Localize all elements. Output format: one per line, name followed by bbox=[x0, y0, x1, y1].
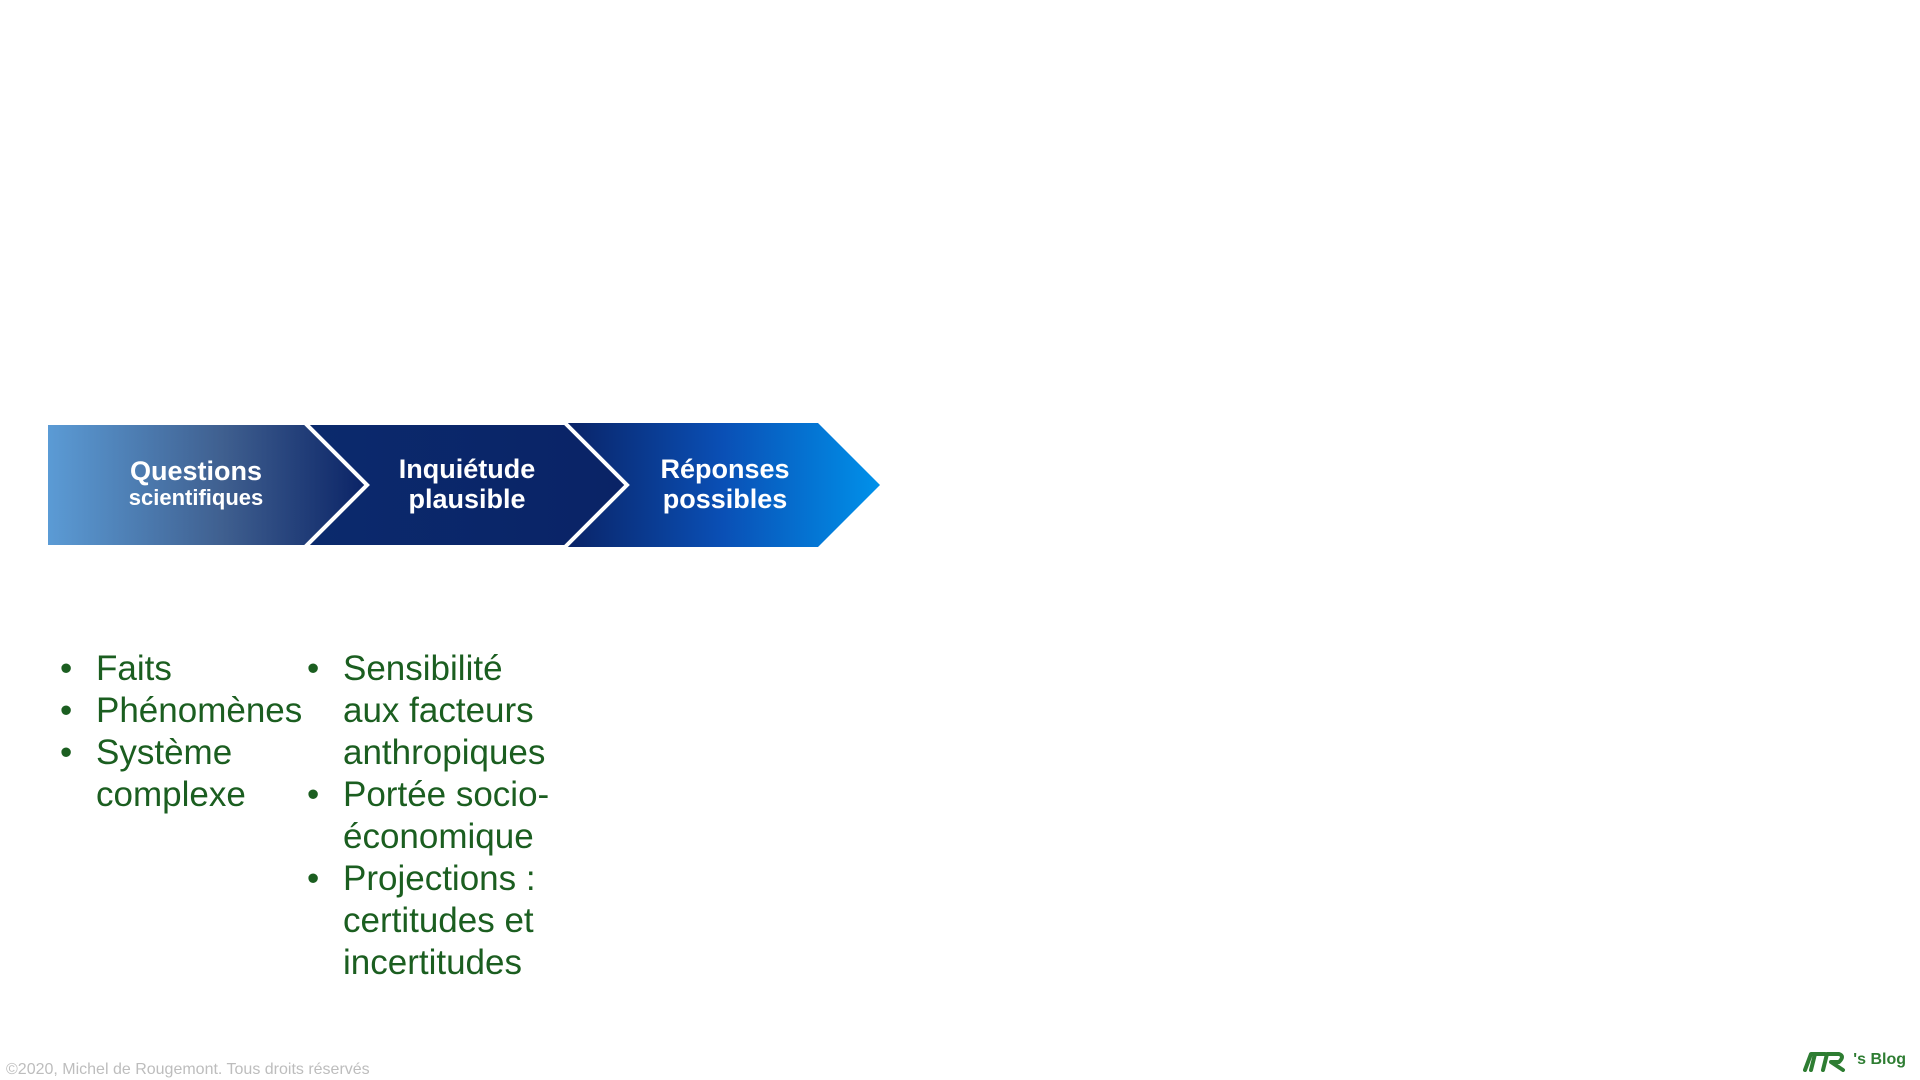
bullet-item: Projections : certitudes et incertitudes bbox=[307, 858, 553, 984]
chevron-label-1-line1: Questions bbox=[129, 456, 263, 486]
chevron-label-1: Questions scientifiques bbox=[94, 456, 298, 511]
bullet-item: Phénomènes bbox=[60, 690, 310, 732]
chevron-label-2-line1: Inquiétude bbox=[398, 454, 536, 484]
bullet-list-questions: Faits Phénomènes Système complexe bbox=[60, 648, 310, 816]
bullet-list-inquietude: Sensibilité aux facteurs anthropiques Po… bbox=[307, 648, 567, 984]
chevron-label-3: Réponses possibles bbox=[620, 454, 830, 514]
bullet-item: Système complexe bbox=[60, 732, 266, 816]
bullet-item: Sensibilité aux facteurs anthropiques bbox=[307, 648, 558, 774]
chevron-label-1-line2: scientifiques bbox=[128, 485, 264, 511]
chevron-label-3-line2: possibles bbox=[662, 484, 788, 515]
copyright-notice: ©2020, Michel de Rougemont. Tous droits … bbox=[6, 1061, 370, 1078]
blog-logo: 's Blog bbox=[1803, 1048, 1906, 1072]
logo-text: 's Blog bbox=[1853, 1051, 1906, 1068]
bullet-item: Portée socio-économique bbox=[307, 774, 558, 858]
chevron-label-2: Inquiétude plausible bbox=[362, 454, 572, 514]
chevron-label-3-line1: Réponses bbox=[660, 454, 790, 484]
chevron-label-2-line2: plausible bbox=[408, 484, 526, 515]
bullet-item: Faits bbox=[60, 648, 310, 690]
chevron-step-3 bbox=[564, 423, 880, 547]
logo-icon bbox=[1803, 1052, 1846, 1072]
